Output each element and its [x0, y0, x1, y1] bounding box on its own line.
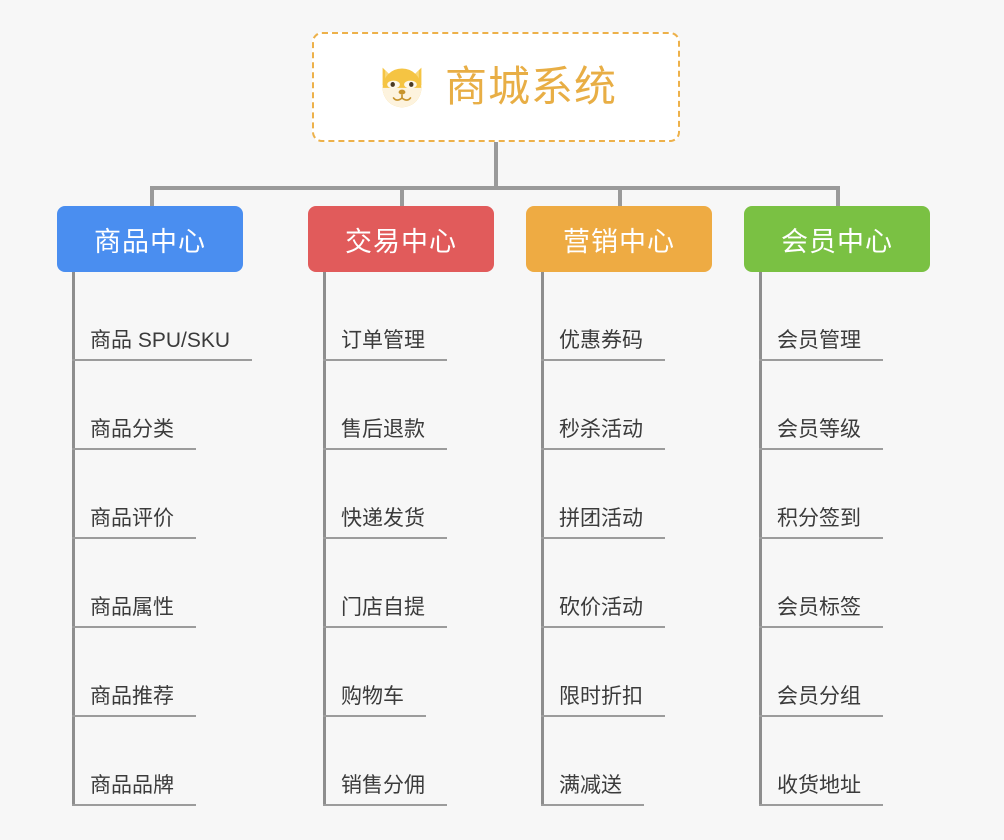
category-box-3[interactable]: 营销中心 — [526, 206, 712, 272]
leaf-label: 会员管理 — [759, 329, 883, 361]
leaf-item[interactable]: 砍价活动 — [541, 539, 761, 628]
leaf-label: 售后退款 — [323, 418, 447, 450]
leaf-label: 商品推荐 — [72, 685, 196, 717]
leaf-item[interactable]: 订单管理 — [323, 272, 543, 361]
connector-drop-4 — [836, 186, 840, 208]
leaf-item[interactable]: 商品 SPU/SKU — [72, 272, 292, 361]
leaf-item[interactable]: 限时折扣 — [541, 628, 761, 717]
leaf-item[interactable]: 会员等级 — [759, 361, 979, 450]
category-label-2: 交易中心 — [345, 226, 457, 257]
category-box-1[interactable]: 商品中心 — [57, 206, 243, 272]
leaf-label: 积分签到 — [759, 507, 883, 539]
leaf-label: 满减送 — [541, 774, 644, 806]
category-label-3: 营销中心 — [563, 226, 675, 257]
leaf-label: 收货地址 — [759, 774, 883, 806]
leaf-item[interactable]: 售后退款 — [323, 361, 543, 450]
leaf-item[interactable]: 商品推荐 — [72, 628, 292, 717]
category-box-2[interactable]: 交易中心 — [308, 206, 494, 272]
leaf-label: 商品属性 — [72, 596, 196, 628]
connector-horizontal-bus — [150, 186, 840, 190]
leaf-item[interactable]: 快递发货 — [323, 450, 543, 539]
leaf-column-4: 会员管理 会员等级 积分签到 会员标签 会员分组 收货地址 — [759, 272, 979, 806]
leaf-item[interactable]: 收货地址 — [759, 717, 979, 806]
leaf-item[interactable]: 满减送 — [541, 717, 761, 806]
leaf-label: 限时折扣 — [541, 685, 665, 717]
leaf-column-3: 优惠券码 秒杀活动 拼团活动 砍价活动 限时折扣 满减送 — [541, 272, 761, 806]
root-node[interactable]: 商城系统 — [312, 32, 680, 142]
leaf-label: 会员标签 — [759, 596, 883, 628]
leaf-item[interactable]: 商品分类 — [72, 361, 292, 450]
leaf-item[interactable]: 秒杀活动 — [541, 361, 761, 450]
trunk-line-3 — [541, 272, 544, 806]
leaf-item[interactable]: 门店自提 — [323, 539, 543, 628]
leaf-item[interactable]: 积分签到 — [759, 450, 979, 539]
category-label-4: 会员中心 — [781, 226, 893, 257]
connector-drop-1 — [150, 186, 154, 208]
leaf-column-2: 订单管理 售后退款 快递发货 门店自提 购物车 销售分佣 — [323, 272, 543, 806]
dog-face-icon — [375, 60, 429, 114]
leaf-item[interactable]: 拼团活动 — [541, 450, 761, 539]
leaf-item[interactable]: 会员分组 — [759, 628, 979, 717]
leaf-label: 商品 SPU/SKU — [72, 329, 253, 361]
root-title: 商城系统 — [444, 63, 617, 110]
connector-root-stub — [494, 142, 498, 188]
leaf-item[interactable]: 商品属性 — [72, 539, 292, 628]
leaf-label: 购物车 — [323, 685, 426, 717]
leaf-label: 销售分佣 — [323, 774, 447, 806]
leaf-item[interactable]: 优惠券码 — [541, 272, 761, 361]
leaf-item[interactable]: 购物车 — [323, 628, 543, 717]
leaf-label: 优惠券码 — [541, 329, 665, 361]
leaf-item[interactable]: 销售分佣 — [323, 717, 543, 806]
leaf-label: 商品分类 — [72, 418, 196, 450]
category-label-1: 商品中心 — [94, 226, 206, 257]
leaf-label: 秒杀活动 — [541, 418, 665, 450]
leaf-label: 快递发货 — [323, 507, 447, 539]
leaf-item[interactable]: 商品品牌 — [72, 717, 292, 806]
leaf-label: 会员分组 — [759, 685, 883, 717]
leaf-label: 商品评价 — [72, 507, 196, 539]
connector-drop-3 — [618, 186, 622, 208]
trunk-line-4 — [759, 272, 762, 806]
leaf-label: 拼团活动 — [541, 507, 665, 539]
category-box-4[interactable]: 会员中心 — [744, 206, 930, 272]
leaf-label: 门店自提 — [323, 596, 447, 628]
leaf-column-1: 商品 SPU/SKU 商品分类 商品评价 商品属性 商品推荐 商品品牌 — [72, 272, 292, 806]
trunk-line-1 — [72, 272, 75, 806]
leaf-label: 订单管理 — [323, 329, 447, 361]
leaf-item[interactable]: 商品评价 — [72, 450, 292, 539]
connector-drop-2 — [400, 186, 404, 208]
leaf-item[interactable]: 会员标签 — [759, 539, 979, 628]
trunk-line-2 — [323, 272, 326, 806]
leaf-label: 砍价活动 — [541, 596, 665, 628]
leaf-item[interactable]: 会员管理 — [759, 272, 979, 361]
leaf-label: 会员等级 — [759, 418, 883, 450]
leaf-label: 商品品牌 — [72, 774, 196, 806]
